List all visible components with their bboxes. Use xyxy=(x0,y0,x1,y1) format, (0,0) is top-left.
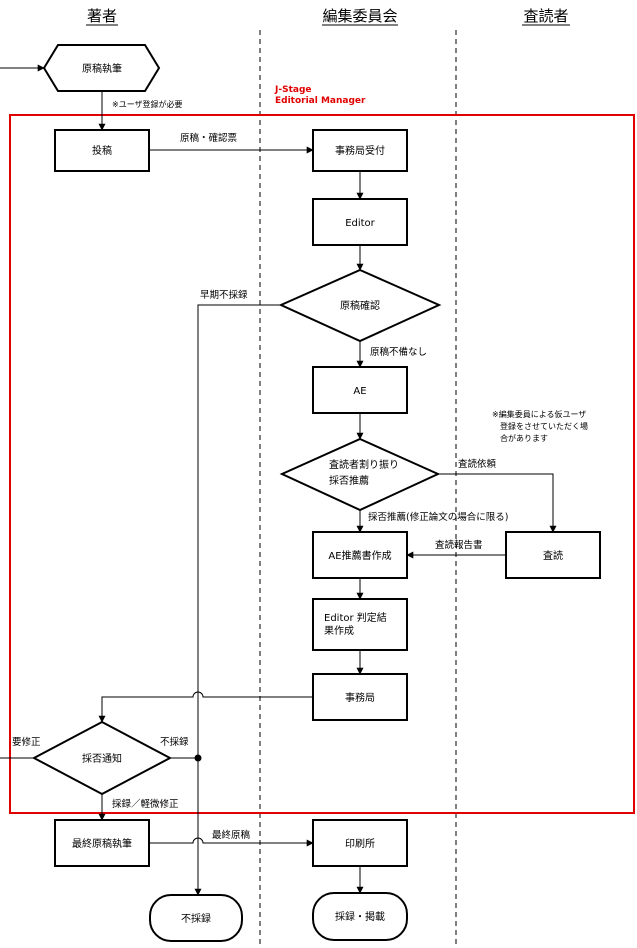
node-rejected-label: 不採録 xyxy=(181,912,211,925)
node-reviewer-assign-label2: 採否推薦 xyxy=(329,474,369,487)
node-ae-recommendation-label: AE推薦書作成 xyxy=(328,549,391,562)
edge-assign-to-review xyxy=(438,473,557,533)
node-manuscript-writing xyxy=(42,44,161,92)
lane-header-editorial: 編集委員会 xyxy=(322,7,397,25)
node-accepted xyxy=(312,892,408,941)
node-submission-label: 投稿 xyxy=(92,144,112,157)
node-decision-notice xyxy=(31,720,173,796)
system-label-line2: Editorial Manager xyxy=(275,96,366,106)
edge-label-user-registration: ※ユーザ登録が必要 xyxy=(112,99,183,109)
node-ae xyxy=(312,366,408,414)
edge-label-manuscript-form: 原稿・確認票 xyxy=(180,132,238,144)
edge-final-to-printer xyxy=(149,837,314,847)
node-ae-recommendation xyxy=(312,531,408,579)
edge-label-no-deficiency: 原稿不備なし xyxy=(370,346,427,358)
system-label-line1: J-Stage xyxy=(274,85,312,95)
edge-label-recommendation: 採否推薦(修正論文の場合に限る) xyxy=(368,511,508,523)
node-review-label: 査読 xyxy=(543,549,563,562)
edge-label-review-request: 査読依頼 xyxy=(458,458,497,470)
edge-label-early-rejection: 早期不採録 xyxy=(200,289,248,301)
node-ae-label: AE xyxy=(353,386,366,397)
edge-label-not-accepted: 不採録 xyxy=(160,736,189,748)
node-printer xyxy=(312,819,408,867)
node-rejected xyxy=(149,894,243,942)
edge-label-review-report: 査読報告書 xyxy=(435,539,483,551)
node-review xyxy=(505,531,601,579)
node-final-manuscript xyxy=(54,819,150,867)
node-office-label: 事務局 xyxy=(345,691,375,704)
node-reviewer-assign xyxy=(279,437,441,512)
note-reviewer-registration-line3: 合があります xyxy=(500,433,548,443)
node-editor-decision xyxy=(312,598,408,651)
node-decision-notice-label: 採否通知 xyxy=(82,752,122,765)
node-submission xyxy=(54,129,150,172)
edge-label-revision-required: 要修正 xyxy=(12,736,41,748)
edge-early-rejection xyxy=(194,304,281,896)
node-office-reception-label: 事務局受付 xyxy=(335,144,385,157)
node-accepted-label: 採録・掲載 xyxy=(335,910,385,923)
node-editor xyxy=(312,198,408,246)
edge-label-accepted-minor: 採録／軽微修正 xyxy=(112,798,179,810)
lane-header-author: 著者 xyxy=(87,7,117,25)
node-manuscript-check-label: 原稿確認 xyxy=(340,299,380,312)
note-reviewer-registration-line1: ※編集委員による仮ユーザ xyxy=(492,409,586,419)
system-boundary-box xyxy=(9,114,635,814)
node-printer-label: 印刷所 xyxy=(345,838,375,850)
node-editor-label: Editor xyxy=(345,218,375,229)
edge-office-to-notice xyxy=(98,691,313,723)
node-office xyxy=(312,673,408,721)
node-editor-decision-label1: Editor 判定結 xyxy=(324,611,387,624)
node-office-reception xyxy=(312,129,408,172)
lane-header-reviewer: 査読者 xyxy=(523,7,568,25)
node-reviewer-assign-label1: 査読者割り振り xyxy=(329,458,399,471)
node-manuscript-writing-label: 原稿執筆 xyxy=(82,62,122,75)
node-editor-decision-label2: 果作成 xyxy=(324,625,354,637)
edge-label-final-manuscript: 最終原稿 xyxy=(212,829,251,841)
junction-dot xyxy=(194,754,202,762)
node-final-manuscript-label: 最終原稿執筆 xyxy=(72,837,132,850)
note-reviewer-registration-line2: 登録をさせていただく場 xyxy=(500,421,588,431)
node-manuscript-check xyxy=(278,268,442,343)
